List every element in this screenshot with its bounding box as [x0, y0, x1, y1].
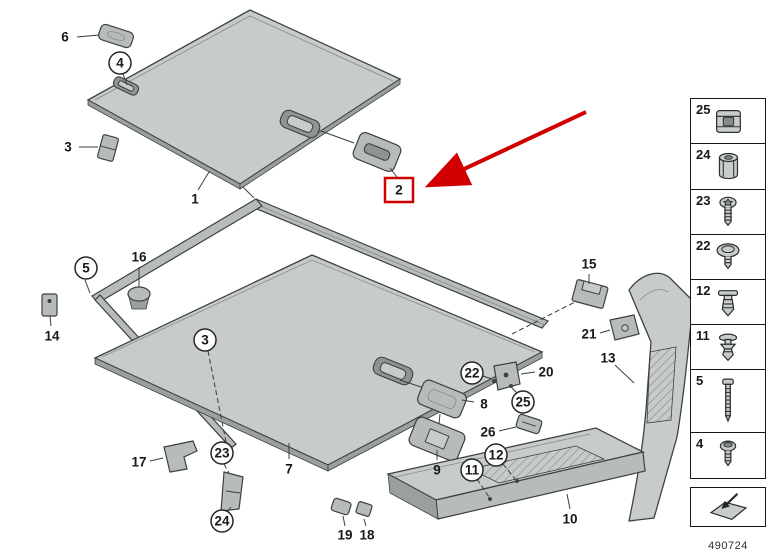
fastener-legend: 25 24 23 22: [690, 98, 766, 527]
legend-item-number: 23: [696, 192, 711, 208]
cover-cap: [98, 23, 134, 49]
legend-item-number: 11: [696, 328, 710, 344]
callout-3-circled[interactable]: 3: [193, 328, 217, 352]
callout-20[interactable]: 20: [538, 365, 553, 380]
circled-callouts: 4 5 3 22 25 23 24 11: [74, 51, 535, 533]
callout-5[interactable]: 5: [74, 256, 98, 280]
legend-item-23[interactable]: 23: [690, 188, 766, 236]
support-bracket: [220, 471, 244, 512]
clip-nut-icon: [716, 109, 741, 133]
legend-item-4[interactable]: 4: [690, 431, 766, 479]
legend-item-number: 25: [696, 102, 711, 118]
long-screw-icon: [722, 378, 734, 423]
push-clip-icon: [718, 333, 738, 361]
bracket: [493, 361, 521, 391]
svg-text:4[interactable]: 4: [116, 56, 124, 71]
legend-item-number: 24: [696, 147, 711, 163]
side-trim-panel: [628, 272, 694, 522]
callout-6[interactable]: 6: [61, 30, 69, 45]
callout-7[interactable]: 7: [285, 462, 293, 477]
callout-4[interactable]: 4: [108, 51, 132, 75]
callout-3[interactable]: 3: [64, 140, 72, 155]
frame-plate: [408, 413, 466, 462]
handle-slot: [112, 76, 140, 96]
trunk-floor-panel: [86, 9, 402, 190]
grip-knob: [127, 286, 151, 310]
callout-13[interactable]: 13: [600, 351, 616, 366]
legend-item-24[interactable]: 24: [690, 143, 766, 191]
clip: [515, 413, 543, 435]
callout-23[interactable]: 23: [210, 441, 234, 465]
callout-14[interactable]: 14: [44, 329, 60, 344]
callout-24[interactable]: 24: [210, 509, 234, 533]
legend-item-number: 12: [696, 283, 711, 299]
trim-plate: [399, 379, 467, 419]
callout-16[interactable]: 16: [131, 250, 147, 265]
svg-text:3[interactable]: 3: [201, 333, 209, 348]
bracket: [97, 134, 119, 162]
bracket: [571, 279, 609, 309]
callout-25[interactable]: 25: [511, 390, 535, 414]
legend-item-11[interactable]: 11: [690, 324, 766, 372]
legend-item-number: 22: [696, 237, 711, 253]
expansion-rivet-icon: [717, 289, 739, 317]
legend-item-5[interactable]: 5: [690, 369, 766, 434]
legend-item-number: 4: [696, 435, 704, 451]
sill-trim: [386, 427, 646, 520]
handle-opening: [372, 356, 414, 386]
trim-piece: [355, 501, 373, 517]
svg-text:5[interactable]: 5: [82, 261, 90, 276]
svg-text:11[interactable]: 11: [465, 463, 480, 478]
callout-19[interactable]: 19: [337, 528, 352, 543]
cover-flap: [320, 130, 402, 173]
callouts: 6 3 1 16 14 15 21 13 20 8 26 7 17 9 19 1…: [44, 30, 616, 543]
legend-footer[interactable]: [690, 486, 766, 527]
highlight-arrow: [424, 110, 587, 188]
leader-lines: [49, 34, 635, 527]
legend-item-12[interactable]: 12: [690, 279, 766, 327]
callout-15[interactable]: 15: [581, 257, 597, 272]
legend-item-22[interactable]: 22: [690, 233, 766, 281]
bracket: [609, 314, 640, 341]
callout-9[interactable]: 9: [433, 463, 441, 478]
handle-opening: [279, 109, 321, 139]
callout-1[interactable]: 1: [191, 192, 199, 207]
callout-21[interactable]: 21: [581, 327, 597, 342]
callout-12[interactable]: 12: [484, 443, 508, 467]
callout-10[interactable]: 10: [562, 512, 577, 527]
svg-text:24[interactable]: 24: [214, 514, 230, 529]
callout-17[interactable]: 17: [131, 455, 146, 470]
end-cap: [41, 293, 58, 317]
legend-item-number: 5: [696, 373, 704, 389]
callout-2-label[interactable]: 2: [395, 183, 403, 198]
clip: [330, 497, 352, 516]
callout-26[interactable]: 26: [480, 425, 496, 440]
callout-2-highlight[interactable]: 2: [383, 176, 415, 204]
oval-head-screw-icon: [716, 243, 740, 270]
svg-text:12[interactable]: 12: [488, 448, 503, 463]
legend-item-25[interactable]: 25: [690, 98, 766, 146]
svg-text:25[interactable]: 25: [515, 395, 531, 410]
diagram-number: 490724: [708, 540, 748, 552]
callout-18[interactable]: 18: [359, 528, 375, 543]
svg-text:23[interactable]: 23: [214, 446, 230, 461]
callout-11[interactable]: 11: [460, 458, 484, 482]
machine-screw-icon: [719, 440, 737, 467]
callout-22[interactable]: 22: [460, 361, 484, 385]
torx-screw-icon: [719, 196, 737, 227]
callout-8[interactable]: 8: [480, 397, 488, 412]
sleeve-nut-icon: [718, 152, 739, 180]
continuation-arrow-icon: [709, 492, 748, 520]
svg-text:22[interactable]: 22: [464, 366, 479, 381]
loading-floor-panel: [93, 254, 544, 472]
bracket: [163, 440, 198, 473]
